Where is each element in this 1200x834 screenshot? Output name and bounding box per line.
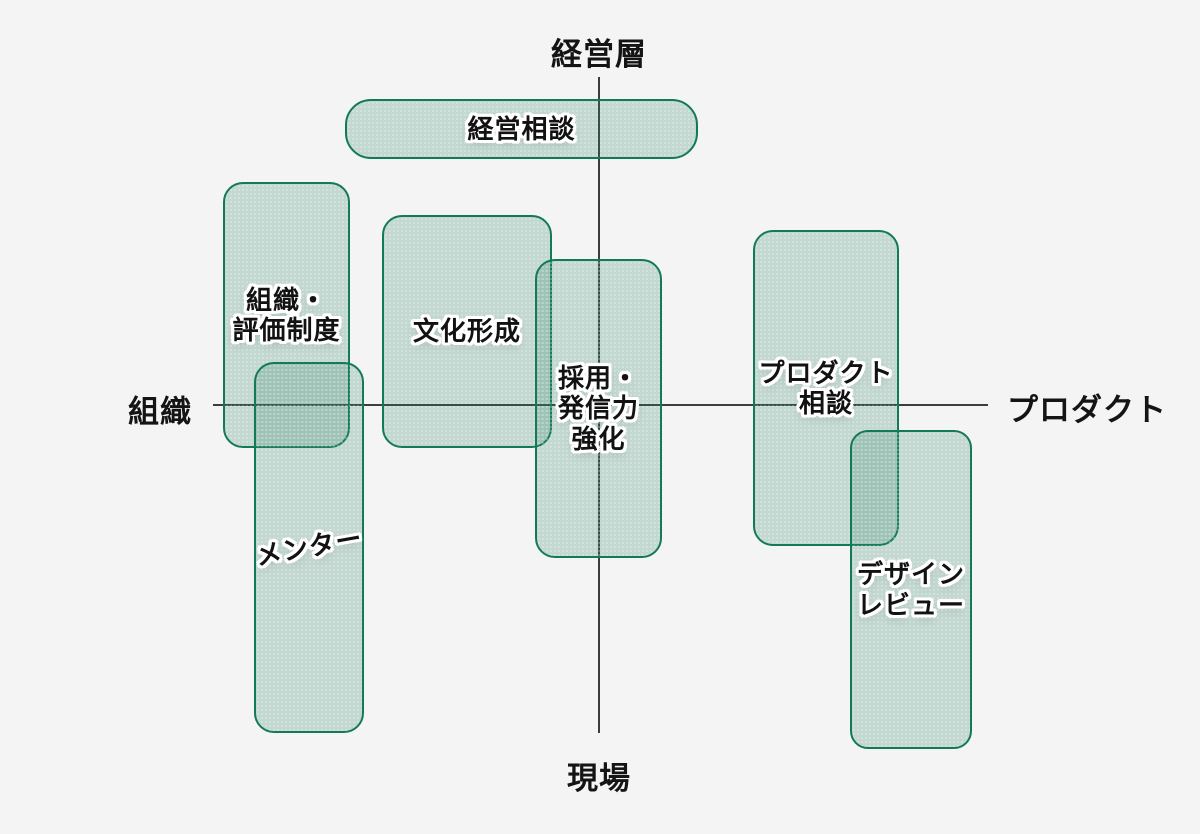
axis-label-top: 経営層 <box>551 37 647 72</box>
box-design-review: デザインレビュー <box>850 430 972 749</box>
horizontal-axis-line <box>213 404 988 406</box>
axis-label-right: プロダクト <box>1007 392 1167 428</box>
box-mentor: メンター <box>253 362 365 733</box>
box-product-soudan: プロダクト相談 <box>753 230 899 546</box>
box-label-bunka-keisei: 文化形成 <box>412 316 521 347</box>
box-label-saiyou-hasshinryoku: 採用・発信力強化 <box>557 362 639 454</box>
box-label-product-soudan: プロダクト相談 <box>758 357 894 418</box>
box-bunka-keisei: 文化形成 <box>382 215 552 448</box>
box-label-soshiki-hyouka-seido: 組織・評価制度 <box>232 284 341 345</box>
box-saiyou-hasshinryoku: 採用・発信力強化 <box>535 259 662 558</box>
axis-label-left: 組織 <box>128 394 192 430</box>
box-keiei-soudan: 経営相談 <box>345 99 698 159</box>
box-label-mentor: メンター <box>253 523 365 572</box>
box-label-design-review: デザインレビュー <box>856 559 965 620</box>
box-soshiki-hyouka-seido: 組織・評価制度 <box>223 182 350 448</box>
box-label-keiei-soudan: 経営相談 <box>467 113 576 144</box>
axis-label-bottom: 現場 <box>567 761 631 796</box>
